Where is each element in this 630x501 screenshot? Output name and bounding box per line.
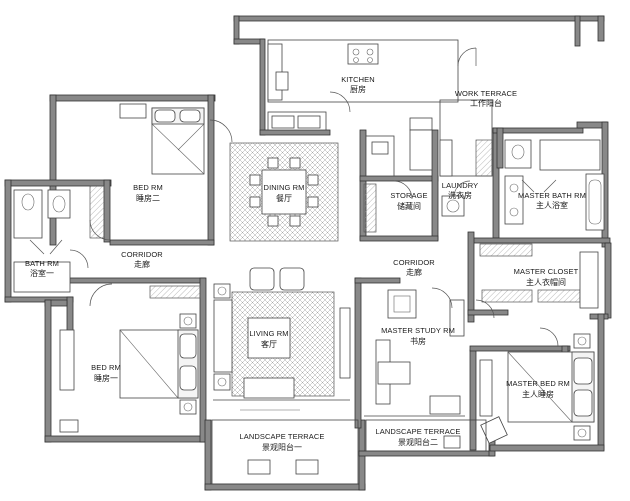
label-master-bed-en: MASTER BED RM [506, 379, 570, 388]
label-master-closet-cn: 主人衣帽间 [526, 277, 566, 287]
label-master-bath-en: MASTER BATH RM [518, 191, 586, 200]
label-corridor-mid-cn: 走廊 [406, 267, 422, 277]
master-study-area [364, 287, 465, 417]
label-kitchen-en: KITCHEN [341, 75, 375, 84]
label-landscape-2-cn: 景观阳台二 [398, 437, 438, 447]
label-landscape-2-en: LANDSCAPE TERRACE [376, 427, 461, 436]
label-master-study-en: MASTER STUDY RM [381, 326, 455, 335]
master-bed-area [479, 327, 595, 444]
label-master-study-cn: 书房 [410, 336, 426, 346]
bath-rm-1-area [13, 189, 89, 293]
label-kitchen-cn: 厨房 [350, 84, 366, 94]
label-corridor-left-en: CORRIDOR [121, 250, 163, 259]
label-work-terrace-cn: 工作阳台 [470, 98, 502, 108]
label-bed-rm-1-cn: 睡房一 [94, 373, 118, 383]
living-area [213, 267, 351, 411]
label-bed-rm-2-en: BED RM [133, 183, 163, 192]
bed-rm-2-area [89, 103, 233, 241]
outer-walls [4, 15, 612, 491]
terrace-area [211, 419, 487, 485]
label-bed-rm-1-en: BED RM [91, 363, 121, 372]
label-dining-cn: 餐厅 [276, 194, 292, 203]
master-bath-area [504, 139, 605, 231]
label-bath-rm-1-en: BATH RM [25, 259, 59, 268]
label-storage-en: STORAGE [390, 191, 427, 200]
label-master-bath-cn: 主人浴室 [536, 200, 568, 210]
label-storage-cn: 储藏间 [397, 201, 421, 211]
label-laundry-cn: 洗衣房 [448, 190, 472, 200]
label-corridor-left-cn: 走廊 [134, 259, 150, 269]
dining-area [229, 142, 339, 242]
label-bed-rm-2-cn: 睡房二 [136, 193, 160, 203]
label-bath-rm-1-cn: 浴室一 [30, 268, 54, 278]
bed-rm-1-area [59, 283, 201, 433]
label-dining-en: DINING RM [264, 183, 305, 192]
service-area [363, 99, 493, 233]
label-master-bed-cn: 主人睡房 [522, 389, 554, 399]
room-labels: KITCHEN 厨房 WORK TERRACE 工作阳台 BED RM 睡房二 … [25, 75, 586, 452]
kitchen-area [267, 39, 477, 131]
label-corridor-mid-en: CORRIDOR [393, 258, 435, 267]
label-landscape-1-cn: 景观阳台一 [262, 442, 302, 452]
label-living-cn: 客厅 [261, 339, 277, 349]
label-work-terrace-en: WORK TERRACE [455, 89, 517, 98]
label-laundry-en: LAUNDRY [442, 181, 478, 190]
label-living-en: LIVING RM [249, 329, 288, 338]
label-landscape-1-en: LANDSCAPE TERRACE [240, 432, 325, 441]
master-closet-area [475, 243, 599, 319]
label-master-closet-en: MASTER CLOSET [514, 267, 579, 276]
